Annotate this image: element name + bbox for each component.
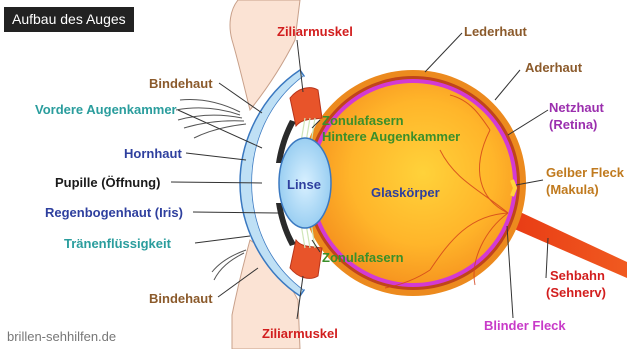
label-linse: Linse [287,177,321,193]
label-sehnerv: (Sehnerv) [546,285,606,301]
page-title: Aufbau des Auges [4,7,134,32]
label-blinder-fleck: Blinder Fleck [484,318,566,334]
label-hornhaut: Hornhaut [124,146,182,162]
label-traenenfluessigkeit: Tränenflüssigkeit [64,236,171,252]
label-ziliarmuskel-top: Ziliarmuskel [277,24,353,40]
label-vordere-augenkammer: Vordere Augenkammer [35,102,177,118]
label-regenbogenhaut: Regenbogenhaut (Iris) [45,205,183,221]
label-bindehaut-bottom: Bindehaut [149,291,213,307]
label-aderhaut: Aderhaut [525,60,582,76]
label-makula: (Makula) [546,182,599,198]
eyelashes [176,100,246,281]
label-retina: (Retina) [549,117,597,133]
label-gelber-fleck: Gelber Fleck [546,165,624,181]
label-zonulafasern-bottom: Zonulafasern [322,250,404,266]
label-sehbahn: Sehbahn [550,268,605,284]
label-netzhaut: Netzhaut [549,100,604,116]
label-lederhaut: Lederhaut [464,24,527,40]
label-zonulafasern-top: Zonulafasern [322,113,404,129]
label-hintere-augenkammer: Hintere Augenkammer [322,129,460,145]
label-glaskoerper: Glaskörper [371,185,440,201]
label-pupille: Pupille (Öffnung) [55,175,160,191]
label-ziliarmuskel-bottom: Ziliarmuskel [262,326,338,342]
ciliary-muscle-bottom [290,240,322,278]
label-bindehaut-top: Bindehaut [149,76,213,92]
ciliary-muscle-top [290,88,322,126]
source-credit: brillen-sehhilfen.de [7,329,116,344]
